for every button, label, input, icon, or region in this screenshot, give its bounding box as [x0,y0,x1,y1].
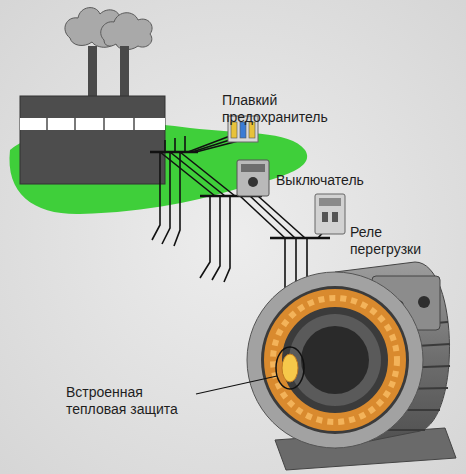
callout-label: Встроенная тепловая защита [66,384,196,418]
electric-motor [247,262,456,470]
factory-building [20,96,165,184]
factory-windows [20,118,165,130]
thermal-sensor [282,354,298,382]
window-dividers [47,118,134,130]
callout-label: Реле перегрузки [350,224,450,258]
callout-label: Плавкий предохранитель [222,92,342,126]
highlight-ring [276,347,304,389]
chimney [88,46,97,98]
callout-label: Выключатель [276,172,396,189]
circuit-breaker [237,160,269,196]
overload-relay [315,194,345,234]
leader-line [196,376,277,394]
smoke [65,8,152,50]
chimney [120,46,129,98]
